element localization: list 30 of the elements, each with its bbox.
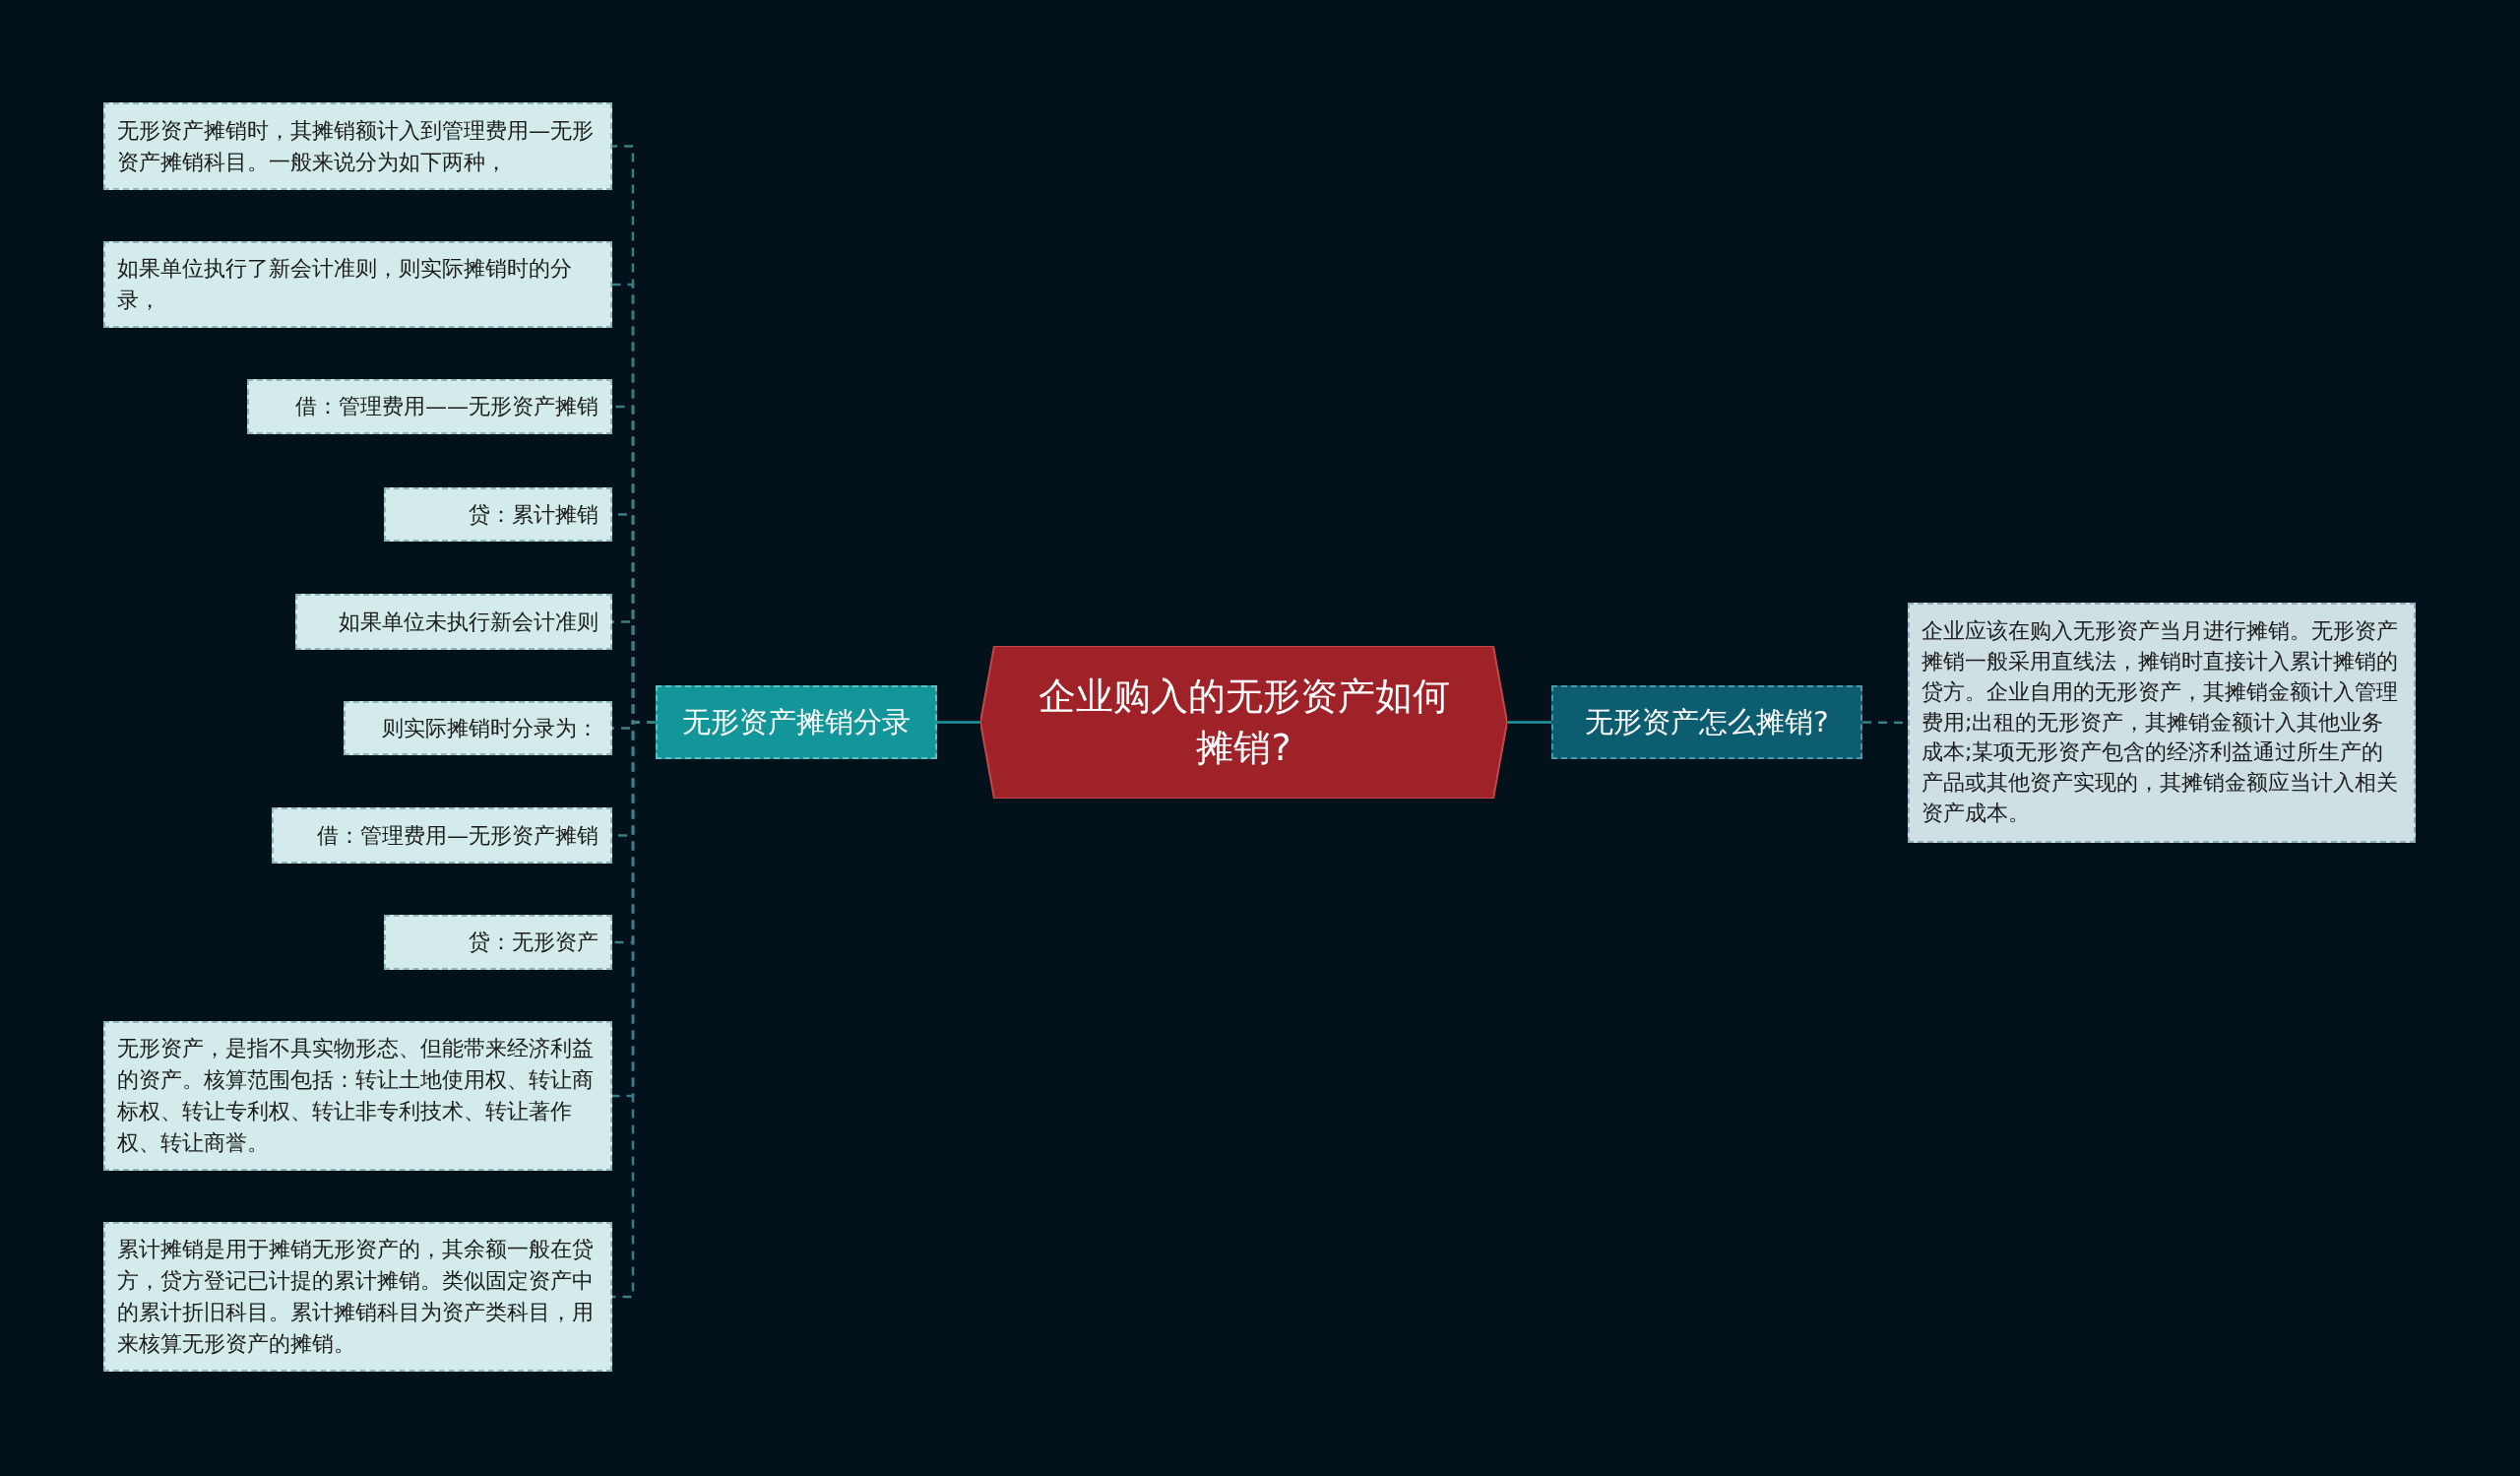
topic-text: 借：管理费用——无形资产摊销 — [295, 393, 598, 420]
topic-text: 企业应该在购入无形资产当月进行摊销。无形资产摊销一般采用直线法，摊销时直接计入累计摊销的贷方。企业自用的无形资产，其摊销金额计入管理费用;出租的无形资产，其摊销金额计入其他业务成本;某项无形资产包含的经济利益通过所生产的产品或其他资产实现的，其摊销金额应当计入相关资产成本。 — [1922, 617, 2399, 827]
topic-text: 贷：累计摊销 — [469, 500, 598, 529]
topic-box — [1551, 685, 1862, 759]
topic-text: 借：管理费用—无形资产摊销 — [317, 821, 598, 850]
note-box — [103, 1021, 612, 1171]
topic-text: 无形资产，是指不具实物形态、但能带来经济利益的资产。核算范围包括：转让土地使用权、转让商标权、转让专利权、转让非专利技术、转让著作权、转让商誉。 — [117, 1035, 595, 1157]
note-box — [384, 487, 612, 542]
connector-line — [1507, 721, 1551, 724]
topic-text: 累计摊销是用于摊销无形资产的，其余额一般在贷方，贷方登记已计提的累计摊销。类似固定资产中的累计折旧科目。累计摊销科目为资产类科目，用来核算无形资产的摊销。 — [117, 1236, 595, 1358]
topic-box — [656, 685, 937, 759]
note-box — [344, 701, 612, 755]
topic-text: 则实际摊销时分录为： — [382, 714, 598, 742]
topic-text: 贷：无形资产 — [469, 929, 598, 956]
topic-text: 无形资产摊销时，其摊销额计入到管理费用—无形资产摊销科目。一般来说分为如下两种， — [117, 116, 595, 176]
topic-text: 如果单位未执行新会计准则 — [339, 608, 598, 636]
topic-text: 如果单位执行了新会计准则，则实际摊销时的分录， — [117, 255, 573, 314]
note-box — [272, 807, 612, 864]
connector-line — [937, 721, 980, 724]
note-box — [384, 915, 612, 970]
topic-text: 无形资产怎么摊销? — [1585, 704, 1829, 741]
central-topic-hexagon — [980, 646, 1507, 799]
note-box — [103, 1222, 612, 1372]
topic-text: 无形资产摊销分录 — [682, 704, 911, 741]
note-box — [103, 102, 612, 190]
note-box — [295, 594, 612, 650]
note-box — [247, 379, 612, 434]
note-box — [103, 241, 612, 328]
note-box — [1908, 603, 2416, 843]
central-topic-text: 企业购入的无形资产如何摊销? — [1037, 674, 1451, 771]
